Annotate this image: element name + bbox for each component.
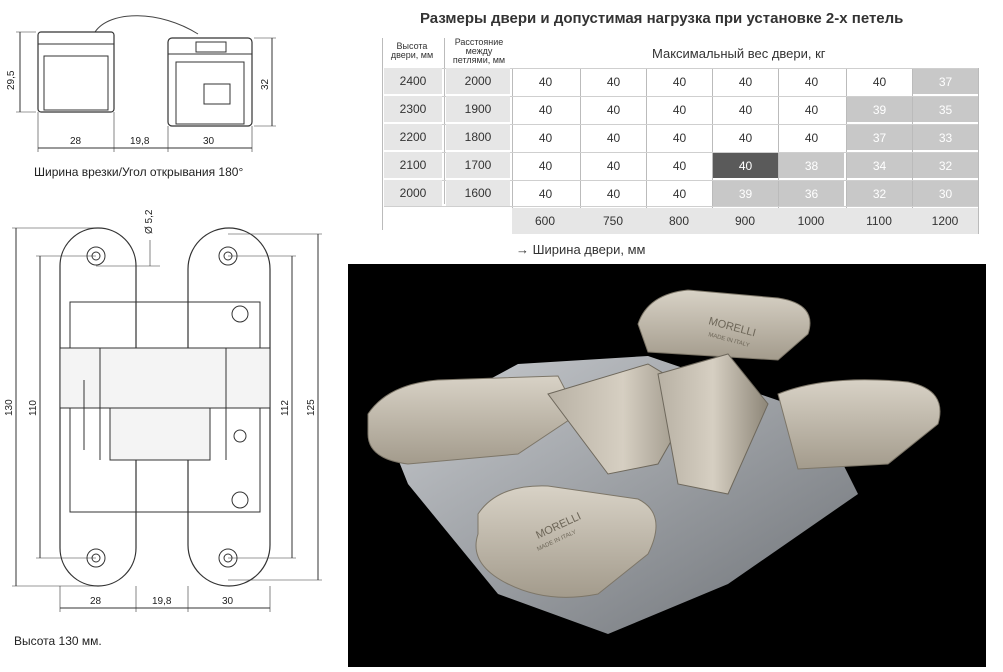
width-cell: 600	[534, 214, 556, 228]
width-cell: 800	[668, 214, 690, 228]
weight-cell: 40	[606, 158, 621, 173]
hinge-illustration: MORELLI MADE IN ITALY MORELLI MADE IN IT…	[367, 289, 941, 634]
table-row	[384, 96, 978, 123]
row-height-cell: 2400	[384, 68, 442, 94]
weight-cell: 40	[538, 74, 553, 89]
weight-header: Максимальный вес двери, кг	[652, 46, 826, 61]
grid-vline	[512, 68, 513, 234]
weight-cell: 40	[804, 130, 819, 145]
row-height-cell: 2000	[384, 180, 442, 206]
front-view-drawing: Ø 5,2 130 110 112 125 28 19,8 30	[4, 209, 322, 612]
weight-cell: 40	[672, 102, 687, 117]
hinge-photo: MORELLI MADE IN ITALY MORELLI MADE IN IT…	[348, 264, 986, 667]
grid-vline	[444, 38, 445, 204]
row-distance-cell: 1600	[446, 180, 510, 206]
width-cell: 900	[734, 214, 756, 228]
grid-vline	[382, 38, 383, 230]
dim-19-8-front: 19,8	[152, 596, 172, 607]
dim-130: 130	[4, 399, 15, 416]
weight-cell: 40	[538, 158, 553, 173]
table-row	[384, 180, 978, 207]
weight-cell: 40	[606, 102, 621, 117]
row-height-cell: 2100	[384, 152, 442, 178]
weight-cell: 40	[672, 158, 687, 173]
dim-32: 32	[260, 78, 271, 90]
weight-cell: 40	[672, 130, 687, 145]
grid-vline	[978, 68, 979, 234]
weight-cell: 32	[847, 181, 912, 206]
weight-cell: 35	[913, 97, 978, 122]
table-title: Размеры двери и допустимая нагрузка при …	[420, 10, 904, 27]
front-view-caption: Высота 130 мм.	[14, 634, 102, 648]
row-distance-cell: 1800	[446, 124, 510, 150]
weight-cell: 40	[672, 186, 687, 201]
grid-hline	[384, 206, 978, 207]
grid-vline	[912, 68, 913, 234]
weight-cell: 32	[913, 153, 978, 178]
table-row	[384, 68, 978, 95]
dim-110: 110	[28, 400, 39, 416]
column-header-height: Высота двери, мм	[390, 41, 434, 60]
width-cell: 750	[602, 214, 624, 228]
row-height-cell: 2200	[384, 124, 442, 150]
column-header-distance: Расстояние между петлями, мм	[452, 37, 506, 65]
weight-cell: 39	[713, 181, 778, 206]
grid-vline	[846, 68, 847, 234]
width-cell: 1000	[797, 214, 825, 228]
weight-cell: 34	[847, 153, 912, 178]
weight-cell: 40	[538, 186, 553, 201]
weight-cell: 36	[779, 181, 844, 206]
dim-28-front: 28	[90, 596, 102, 607]
weight-cell: 40	[538, 102, 553, 117]
dim-30-top: 30	[203, 136, 215, 147]
grid-vline	[778, 68, 779, 234]
weight-cell: 39	[847, 97, 912, 122]
row-distance-cell: 2000	[446, 68, 510, 94]
weight-cell: 40	[804, 74, 819, 89]
dim-28-top: 28	[70, 136, 82, 147]
top-view-caption: Ширина врезки/Угол открывания 180°	[34, 165, 244, 179]
dim-19-8-top: 19,8	[130, 136, 150, 147]
weight-cell: 40	[606, 74, 621, 89]
weight-cell: 37	[913, 69, 978, 94]
weight-cell: 40	[872, 74, 887, 89]
grid-vline	[646, 68, 647, 234]
weight-cell: 40	[538, 130, 553, 145]
weight-cell: 40	[738, 74, 753, 89]
dim-112: 112	[280, 400, 291, 416]
weight-cell: 38	[779, 153, 844, 178]
width-cell: 1100	[866, 214, 892, 228]
dim-hole-diameter: Ø 5,2	[144, 209, 155, 234]
weight-cell: 40	[606, 130, 621, 145]
row-height-cell: 2300	[384, 96, 442, 122]
dim-29-5: 29,5	[6, 70, 17, 90]
weight-cell: 37	[847, 125, 912, 150]
dim-30-front: 30	[222, 596, 234, 607]
weight-cell: 40	[713, 153, 778, 178]
grid-vline	[712, 68, 713, 234]
top-view-drawing: 29,5 32 28 19,8 30	[6, 15, 276, 152]
width-cell: 1200	[931, 214, 959, 228]
weight-cell: 40	[804, 102, 819, 117]
weight-cell: 40	[672, 74, 687, 89]
weight-cell: 40	[606, 186, 621, 201]
weight-cell: 33	[913, 125, 978, 150]
width-axis-label: → Ширина двери, мм	[516, 242, 646, 257]
dim-125: 125	[306, 399, 317, 416]
weight-cell: 30	[913, 181, 978, 206]
table-row	[384, 152, 978, 179]
row-distance-cell: 1700	[446, 152, 510, 178]
row-distance-cell: 1900	[446, 96, 510, 122]
width-row	[512, 208, 978, 234]
weight-cell: 40	[738, 130, 753, 145]
table-row	[384, 124, 978, 151]
weight-cell: 40	[738, 102, 753, 117]
grid-vline	[580, 68, 581, 234]
